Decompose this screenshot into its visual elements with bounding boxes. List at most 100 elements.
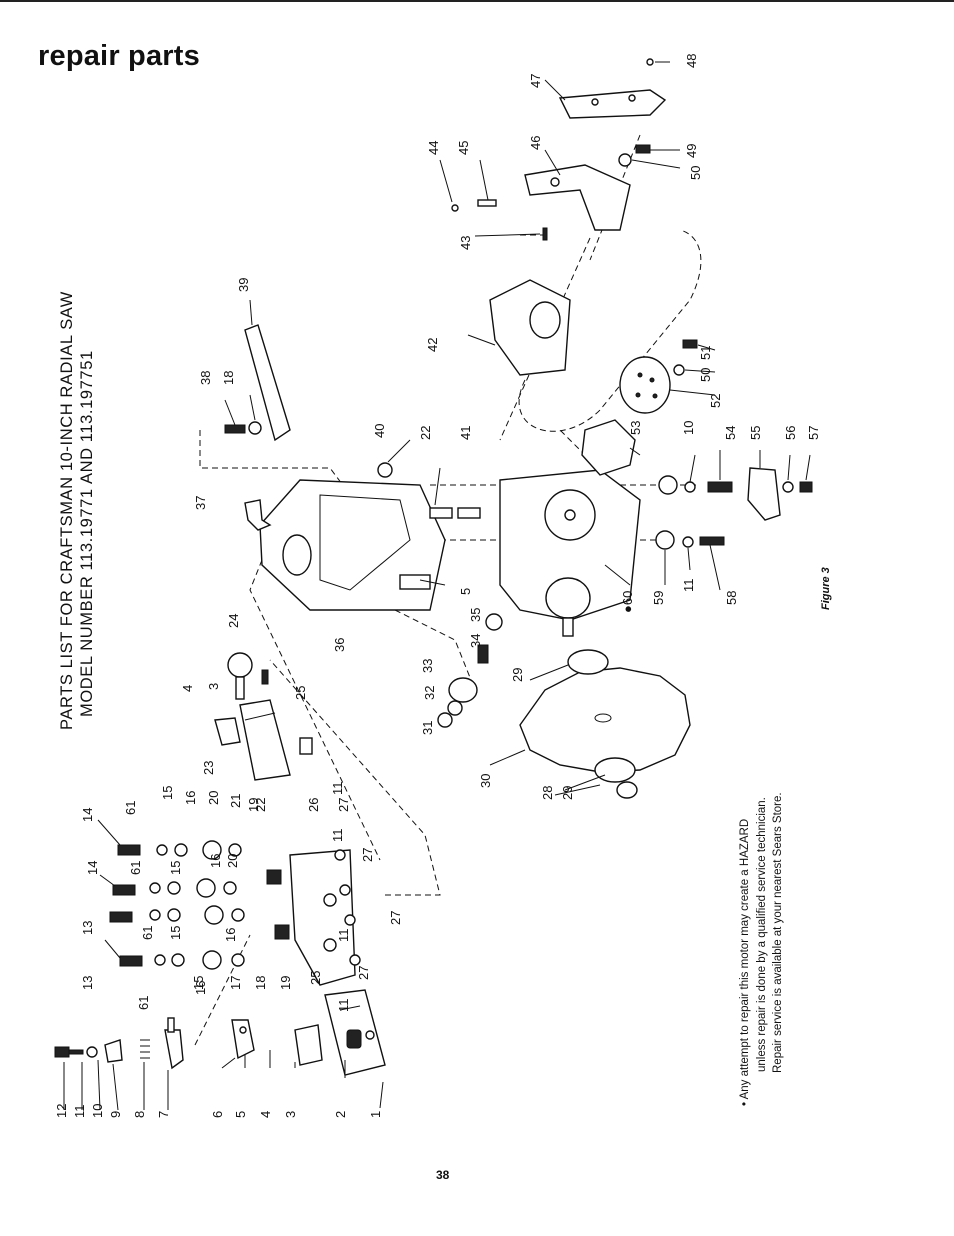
callout-23: 23 [201,761,216,775]
callout-20-2: 20 [225,854,240,868]
grip-hole-1 [591,98,599,106]
callout-15-4: 15 [191,976,206,990]
callout-13: 13 [80,921,95,935]
callout-11-3: 11 [330,829,345,843]
callout-61-2: 61 [128,861,143,875]
callout-34: 34 [468,634,483,648]
callout-18: 18 [253,976,268,990]
callout-55: 55 [748,426,763,440]
grip-screw [646,58,654,66]
callout-35: 35 [468,608,483,622]
page-heading: repair parts [38,40,200,72]
lock-nut [377,462,393,478]
callout-8: 8 [132,1111,147,1118]
blade-flange-upper [567,649,609,675]
callout-43: 43 [458,236,473,250]
page-number: 38 [436,1168,450,1182]
base-bracket [324,989,386,1076]
housing-screw [542,227,548,241]
callout-4: 4 [258,1111,273,1118]
key-part [477,199,497,207]
callout-39: 39 [236,278,251,292]
callout-15-3: 15 [168,926,183,940]
callout-16-2: 16 [208,854,223,868]
callout-11-2: 11 [330,782,345,796]
bearing-screws [109,840,361,970]
handle-bracket [214,669,313,781]
callout-27-3: 27 [388,911,403,925]
callout-1: 1 [368,1111,383,1118]
callout-2: 2 [333,1111,348,1118]
callout-56: 56 [783,426,798,440]
grip-hole-2 [628,94,636,102]
carriage-plate [266,849,356,986]
callout-59: 59 [651,591,666,605]
callout-14: 14 [80,808,95,822]
callout-12: 12 [54,1104,69,1118]
callout-26: 26 [306,798,321,812]
washer-58 [682,536,694,548]
callout-31: 31 [420,721,435,735]
callout-5-2: 5 [458,588,473,595]
callout-10: 10 [90,1104,105,1118]
callout-10-2: 10 [681,421,696,435]
callout-15-2: 15 [168,861,183,875]
callout-50-2: 50 [698,368,713,382]
washer-part [618,153,632,167]
callout-9: 9 [108,1111,123,1118]
callout-11-6: 11 [681,579,696,593]
pin [451,204,459,212]
callout-11: 11 [72,1105,87,1119]
arbor-nut [616,781,638,799]
top-rule [0,0,954,2]
callout-6: 6 [210,1111,225,1118]
lock-lever-assembly [54,1017,184,1070]
callout-7: 7 [156,1111,171,1118]
callout-22-2: 22 [418,426,433,440]
callout-50: 50 [688,166,703,180]
callout-29: 29 [510,668,525,682]
callout-48: 48 [684,54,699,68]
callout-18-2: 18 [221,371,236,385]
callout-30: 30 [478,774,493,788]
callout-5: 5 [233,1111,248,1118]
callout-17: 17 [228,976,243,990]
callout-27-2: 27 [360,848,375,862]
plate-washer [673,364,685,376]
bolt-58 [699,536,725,546]
switch-housing [489,279,571,376]
callout-3-2: 3 [206,683,221,690]
callout-51: 51 [698,346,713,360]
handle-half [524,164,631,231]
callout-49: 49 [684,144,699,158]
callout-41: 41 [458,426,473,440]
arbor-parts [437,613,503,728]
callout-22: 22 [253,798,268,812]
callout-27-4: 27 [356,966,371,980]
callout-46: 46 [528,136,543,150]
callout-28: 28 [540,786,555,800]
callout-61-4: 61 [136,996,151,1010]
compression-spring [429,507,453,519]
callout-20: 20 [206,791,221,805]
callout-14-2: 14 [85,861,100,875]
callout-42: 42 [425,338,440,352]
callout-33: 33 [420,659,435,673]
callout-13-2: 13 [80,976,95,990]
callout-19-2: 19 [278,976,293,990]
callout-numbers: 1233445567891010111111111111121313141415… [54,54,821,1118]
callout-leaders [63,61,811,1111]
callout-37: 37 [193,496,208,510]
saw-blade [519,667,691,773]
callout-54: 54 [723,426,738,440]
callout-40: 40 [372,424,387,438]
callout-57: 57 [806,426,821,440]
callout-61: 61 [123,801,138,815]
fan-part [581,419,636,476]
callout-47: 47 [528,74,543,88]
motor [499,469,678,637]
miter-arm [224,324,291,442]
callout-25-2: 25 [308,971,323,985]
callout-61-3: 61 [140,926,155,940]
guide-pin [457,507,481,519]
